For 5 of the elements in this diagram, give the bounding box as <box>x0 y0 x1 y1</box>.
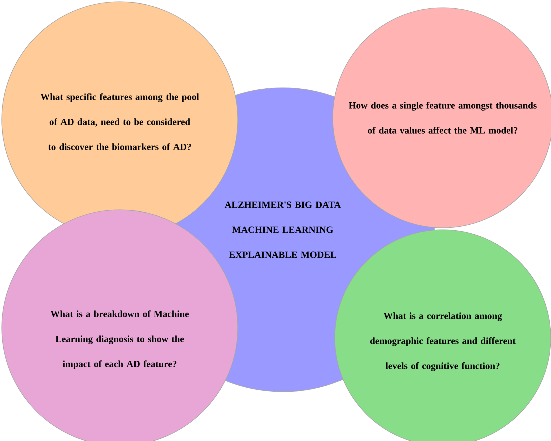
question-text: What is a correlation among demographic features and different levels of cognitive function? <box>370 312 516 372</box>
question-text: What is a breakdown of Machine Learning diagnosis to show the impact of each AD feature? <box>50 310 190 370</box>
question-text: How does a single feature amongst thousands of data values affect the ML model? <box>349 102 537 134</box>
question-text: ALZHEIMER'S BIG DATA MACHINE LEARNING EXPLAINABLE MODEL <box>224 202 342 258</box>
question-text: What specific features among the pool of AD data, need to be considered to discover the biomarkers of AD? <box>40 94 200 150</box>
